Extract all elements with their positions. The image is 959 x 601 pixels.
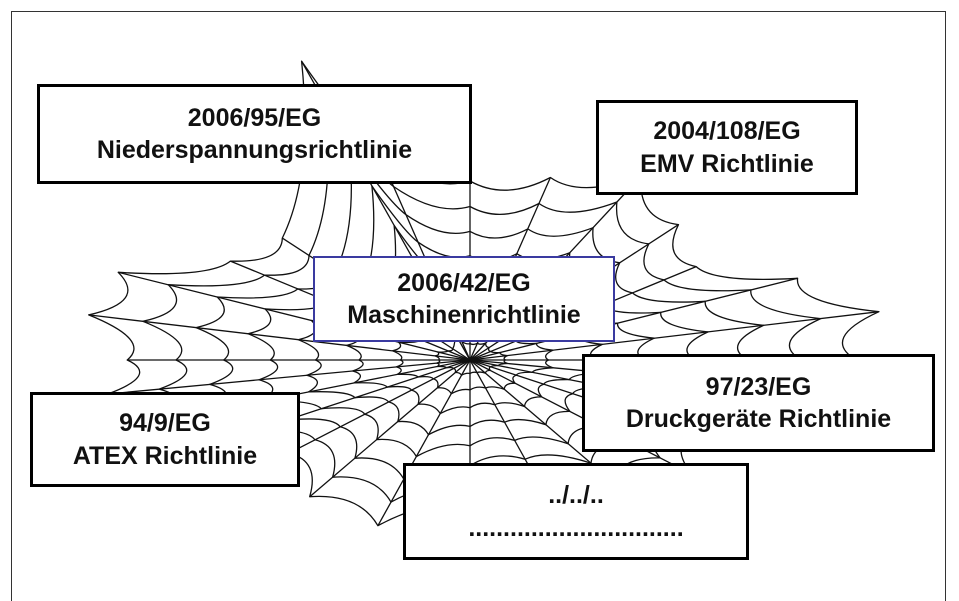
directive-number: ../../.. — [548, 481, 604, 509]
directive-box-low-voltage: 2006/95/EG Niederspannungsrichtlinie — [37, 84, 472, 184]
directive-box-machinery: 2006/42/EG Maschinenrichtlinie — [313, 256, 615, 342]
figure-frame — [11, 11, 946, 601]
directive-title: Druckgeräte Richtlinie — [625, 405, 892, 433]
directive-number: 2006/42/EG — [397, 268, 531, 297]
web-spoke — [289, 359, 471, 454]
directive-number: 97/23/EG — [705, 372, 812, 401]
web-spoke — [88, 314, 471, 361]
directive-box-emc: 2004/108/EG EMV Richtlinie — [596, 100, 858, 195]
web-spoke — [469, 277, 798, 361]
web-spoke — [118, 271, 471, 361]
directive-title: ............................... — [468, 513, 684, 542]
directive-box-atex: 94/9/EG ATEX Richtlinie — [30, 392, 300, 487]
directive-title: Maschinenrichtlinie — [347, 301, 581, 329]
directive-number: 2006/95/EG — [187, 103, 322, 132]
web-spoke — [377, 359, 471, 527]
directive-box-other: ../../.. ............................... — [403, 463, 749, 560]
directive-title: EMV Richtlinie — [640, 149, 814, 178]
web-spoke — [309, 359, 471, 498]
web-spoke — [469, 359, 692, 475]
web-spoke — [469, 311, 879, 361]
directive-title: Niederspannungsrichtlinie — [96, 136, 413, 164]
directive-number: 2004/108/EG — [653, 117, 801, 145]
directive-number: 94/9/EG — [119, 409, 211, 437]
web-ring — [195, 144, 765, 480]
directive-title: ATEX Richtlinie — [72, 441, 258, 470]
web-ring — [434, 332, 509, 376]
directive-box-pressure-equipment: 97/23/EG Druckgeräte Richtlinie — [582, 354, 935, 452]
web-spoke — [107, 359, 471, 395]
